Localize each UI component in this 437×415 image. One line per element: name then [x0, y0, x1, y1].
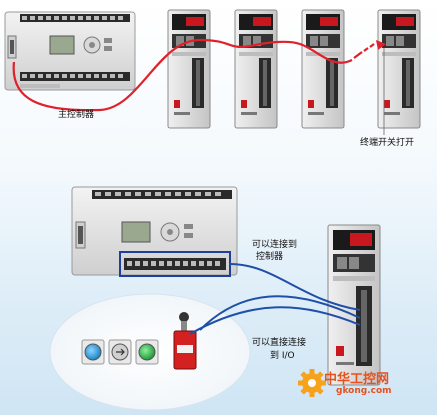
main-controller-label: 主控制器: [58, 110, 95, 120]
io-terminal-block: [119, 251, 231, 277]
connect-io-label-line1: 可以直接连接: [252, 338, 307, 348]
terminator-label: 终端开关打开: [360, 138, 415, 148]
connect-io-label-line2: 到 I/O: [270, 351, 295, 361]
gear-logo-icon: [298, 369, 326, 397]
servo-drive-4-icon: [377, 9, 421, 129]
io-cable: [189, 263, 361, 335]
limit-switch-icon: [173, 312, 197, 370]
main-controller-icon: [4, 11, 136, 91]
watermark-url: gkong.com: [336, 386, 392, 396]
network-cable-terminator: [353, 43, 375, 59]
arrow-right-icon: [376, 40, 386, 50]
push-button-panel-icon: [81, 339, 159, 365]
connect-controller-label-line2: 控制器: [256, 252, 284, 262]
servo-drive-2-icon: [234, 9, 278, 129]
servo-drive-3-icon: [301, 9, 345, 129]
servo-drive-io-icon: [327, 224, 381, 386]
network-cable: [12, 38, 353, 112]
connect-controller-label-line1: 可以连接到: [252, 240, 298, 250]
watermark-text: 中华工控网: [324, 372, 390, 387]
servo-drive-1-icon: [167, 9, 211, 129]
